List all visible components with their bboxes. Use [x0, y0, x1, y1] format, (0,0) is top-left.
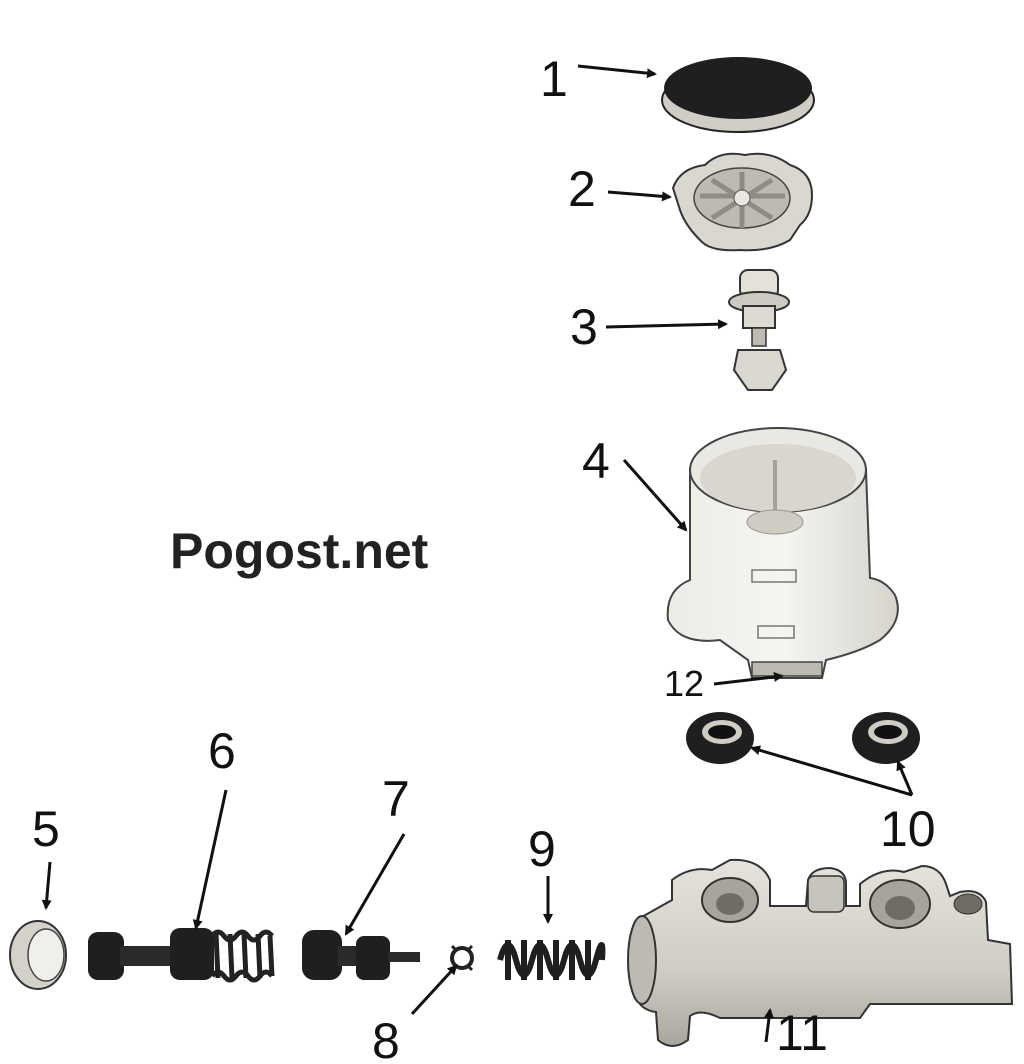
leader-5 [41, 861, 52, 910]
callout-2: 2 [568, 161, 596, 217]
grommet-icon [686, 712, 754, 764]
return-spring-icon [497, 940, 606, 980]
leader-4 [622, 459, 688, 532]
callout-10: 10 [880, 801, 936, 857]
callout-3: 3 [570, 299, 598, 355]
callout-5: 5 [32, 801, 60, 857]
reservoir-cap-icon [661, 57, 815, 133]
grommet-icon [852, 712, 920, 764]
callout-7: 7 [382, 771, 410, 827]
leader-3 [605, 319, 728, 330]
callout-11: 11 [776, 1005, 828, 1061]
leader-1 [577, 64, 657, 79]
end-seal-ring-icon [9, 920, 67, 990]
callout-4: 4 [582, 433, 610, 489]
leader-6 [192, 789, 228, 930]
leader-2 [607, 190, 672, 202]
cylinder-body-icon [627, 858, 1014, 1047]
lock-washer-icon [450, 944, 474, 972]
callout-9: 9 [528, 821, 556, 877]
callout-leaders [41, 64, 914, 1043]
leader-7 [344, 833, 406, 936]
secondary-piston-icon [302, 930, 420, 980]
leader-12 [713, 671, 784, 686]
fluid-reservoir-icon [666, 427, 899, 679]
callout-6: 6 [208, 723, 236, 779]
watermark: Pogost.net [170, 523, 429, 579]
callout-8: 8 [372, 1013, 400, 1064]
leader-10b [896, 760, 914, 796]
reservoir-valve-icon [728, 269, 790, 391]
callout-12: 12 [664, 663, 704, 704]
leader-10a [750, 745, 913, 797]
callout-1: 1 [540, 51, 568, 107]
leader-11 [764, 1008, 774, 1043]
leader-8 [410, 964, 458, 1016]
primary-piston-icon [88, 928, 275, 983]
cap-diaphragm-icon [671, 152, 814, 252]
